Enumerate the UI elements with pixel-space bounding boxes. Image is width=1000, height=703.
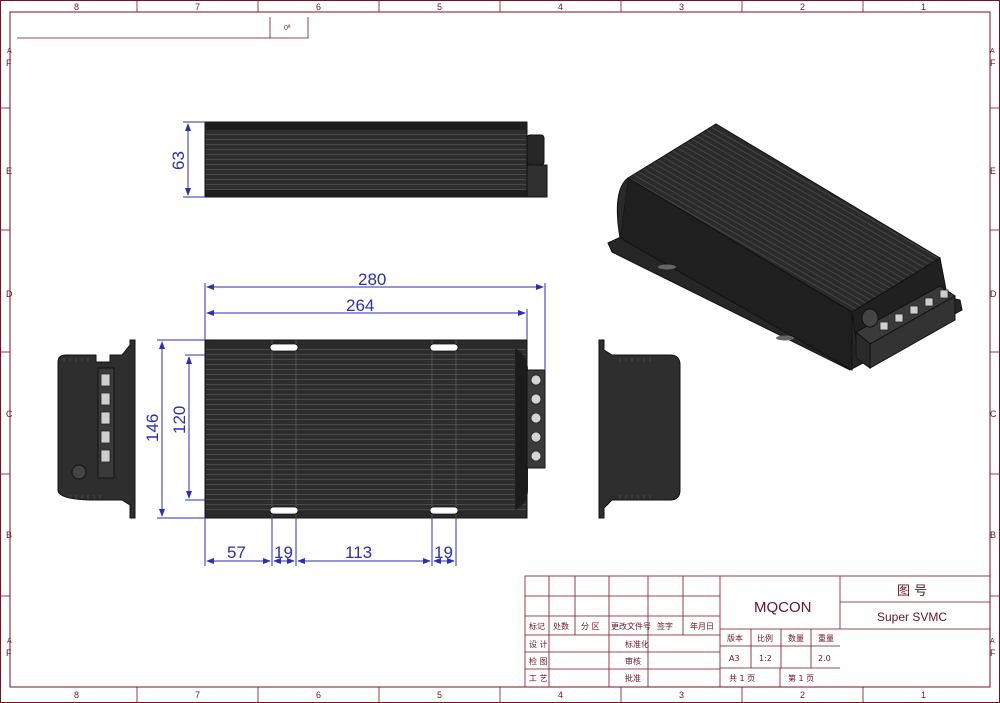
zone-bottom-3: 3 [679,690,684,700]
tb-version-label: 版本 [727,633,743,643]
tb-sign: 签字 [657,621,673,631]
zone-left-c: C [6,409,13,419]
zone-right-b: B [990,530,996,540]
tb-scale-label: 比例 [757,633,773,643]
tb-total-pages: 共 1 页 [729,674,755,683]
left-end-view [57,339,136,519]
zone-left-f: F [6,58,12,68]
zone-labels-right: A F E D C B A F [990,48,997,658]
tb-approve: 批准 [625,673,641,683]
tb-review: 审核 [625,656,641,666]
zone-right-e: E [990,166,996,176]
tb-version: A3 [729,654,740,663]
zone-top-6: 6 [316,2,321,12]
tb-drawing-number: Super SVMC [877,610,947,624]
tb-quantity-label: 数量 [788,633,804,643]
revision-box-text: 0ª [284,25,291,32]
dim-slot-19-b: 19 [434,543,453,562]
tb-standard: 标准化 [625,639,649,649]
zone-left-d: D [6,289,13,299]
zone-left-f2: F [6,648,12,658]
zone-bottom-2: 2 [800,690,805,700]
tb-page-no: 第 1 页 [788,673,814,683]
zone-bottom-7: 7 [195,690,200,700]
zone-top-4: 4 [558,2,563,12]
zone-right-f2: F [990,648,996,658]
tb-date: 年月日 [690,621,714,631]
zone-top-5: 5 [437,2,442,12]
zone-bottom-1: 1 [921,690,926,700]
zone-left-b: B [6,530,12,540]
zone-top-1: 1 [921,2,926,12]
tb-process: 工 艺 [529,674,548,683]
zone-right-c: C [990,409,997,419]
dim-slot-19-a: 19 [274,543,293,562]
dim-offset-57: 57 [227,543,246,562]
tb-check: 检 图 [529,656,548,666]
top-view: 63 [169,121,548,198]
dim-spacing-113: 113 [345,543,372,562]
zone-top-8: 8 [74,2,79,12]
zone-left-e: E [6,166,12,176]
zone-bottom-5: 5 [437,690,442,700]
tb-company: MQCON [754,599,812,616]
dim-length-280: 280 [358,270,386,289]
tb-weight: 2.0 [818,654,831,663]
zone-bottom-6: 6 [316,690,321,700]
zone-bottom-4: 4 [558,690,563,700]
tb-change-doc: 更改文件号 [611,621,651,631]
corner-mark-tr: A [990,48,995,55]
zone-labels-top: 8 7 6 5 4 3 2 1 [74,2,926,12]
revision-box: 0ª [17,17,309,39]
corner-mark-bl: A [7,638,12,645]
dim-width-146: 146 [143,414,162,442]
zone-labels-left: A F E D C B A F [6,48,13,658]
dim-length-264: 264 [346,296,374,315]
tb-weight-label: 重量 [818,633,834,643]
tb-mark: 标记 [529,621,545,631]
right-end-view [598,339,681,519]
front-view: 280 264 146 120 57 19 113 19 [143,270,546,566]
dim-height-63: 63 [169,151,188,170]
zone-top-7: 7 [195,2,200,12]
tb-zone: 分 区 [581,622,600,631]
tb-count: 处数 [553,621,569,631]
corner-mark-br: A [990,638,995,645]
zone-labels-bottom: 8 7 6 5 4 3 2 1 [74,690,926,700]
corner-mark-tl: A [7,48,12,55]
zone-bottom-8: 8 [74,690,79,700]
zone-top-2: 2 [800,2,805,12]
tb-design: 设 计 [529,639,548,649]
zone-right-d: D [990,289,997,299]
dim-width-120: 120 [170,406,189,434]
zone-right-f: F [990,58,996,68]
tb-scale: 1:2 [759,654,772,663]
title-block: 标记 处数 分 区 更改文件号 签字 年月日 设 计 检 图 工 艺 标准化 审… [524,575,991,688]
isometric-view [607,123,963,371]
zone-top-3: 3 [679,2,684,12]
tb-drawing-number-label: 图 号 [897,584,927,599]
